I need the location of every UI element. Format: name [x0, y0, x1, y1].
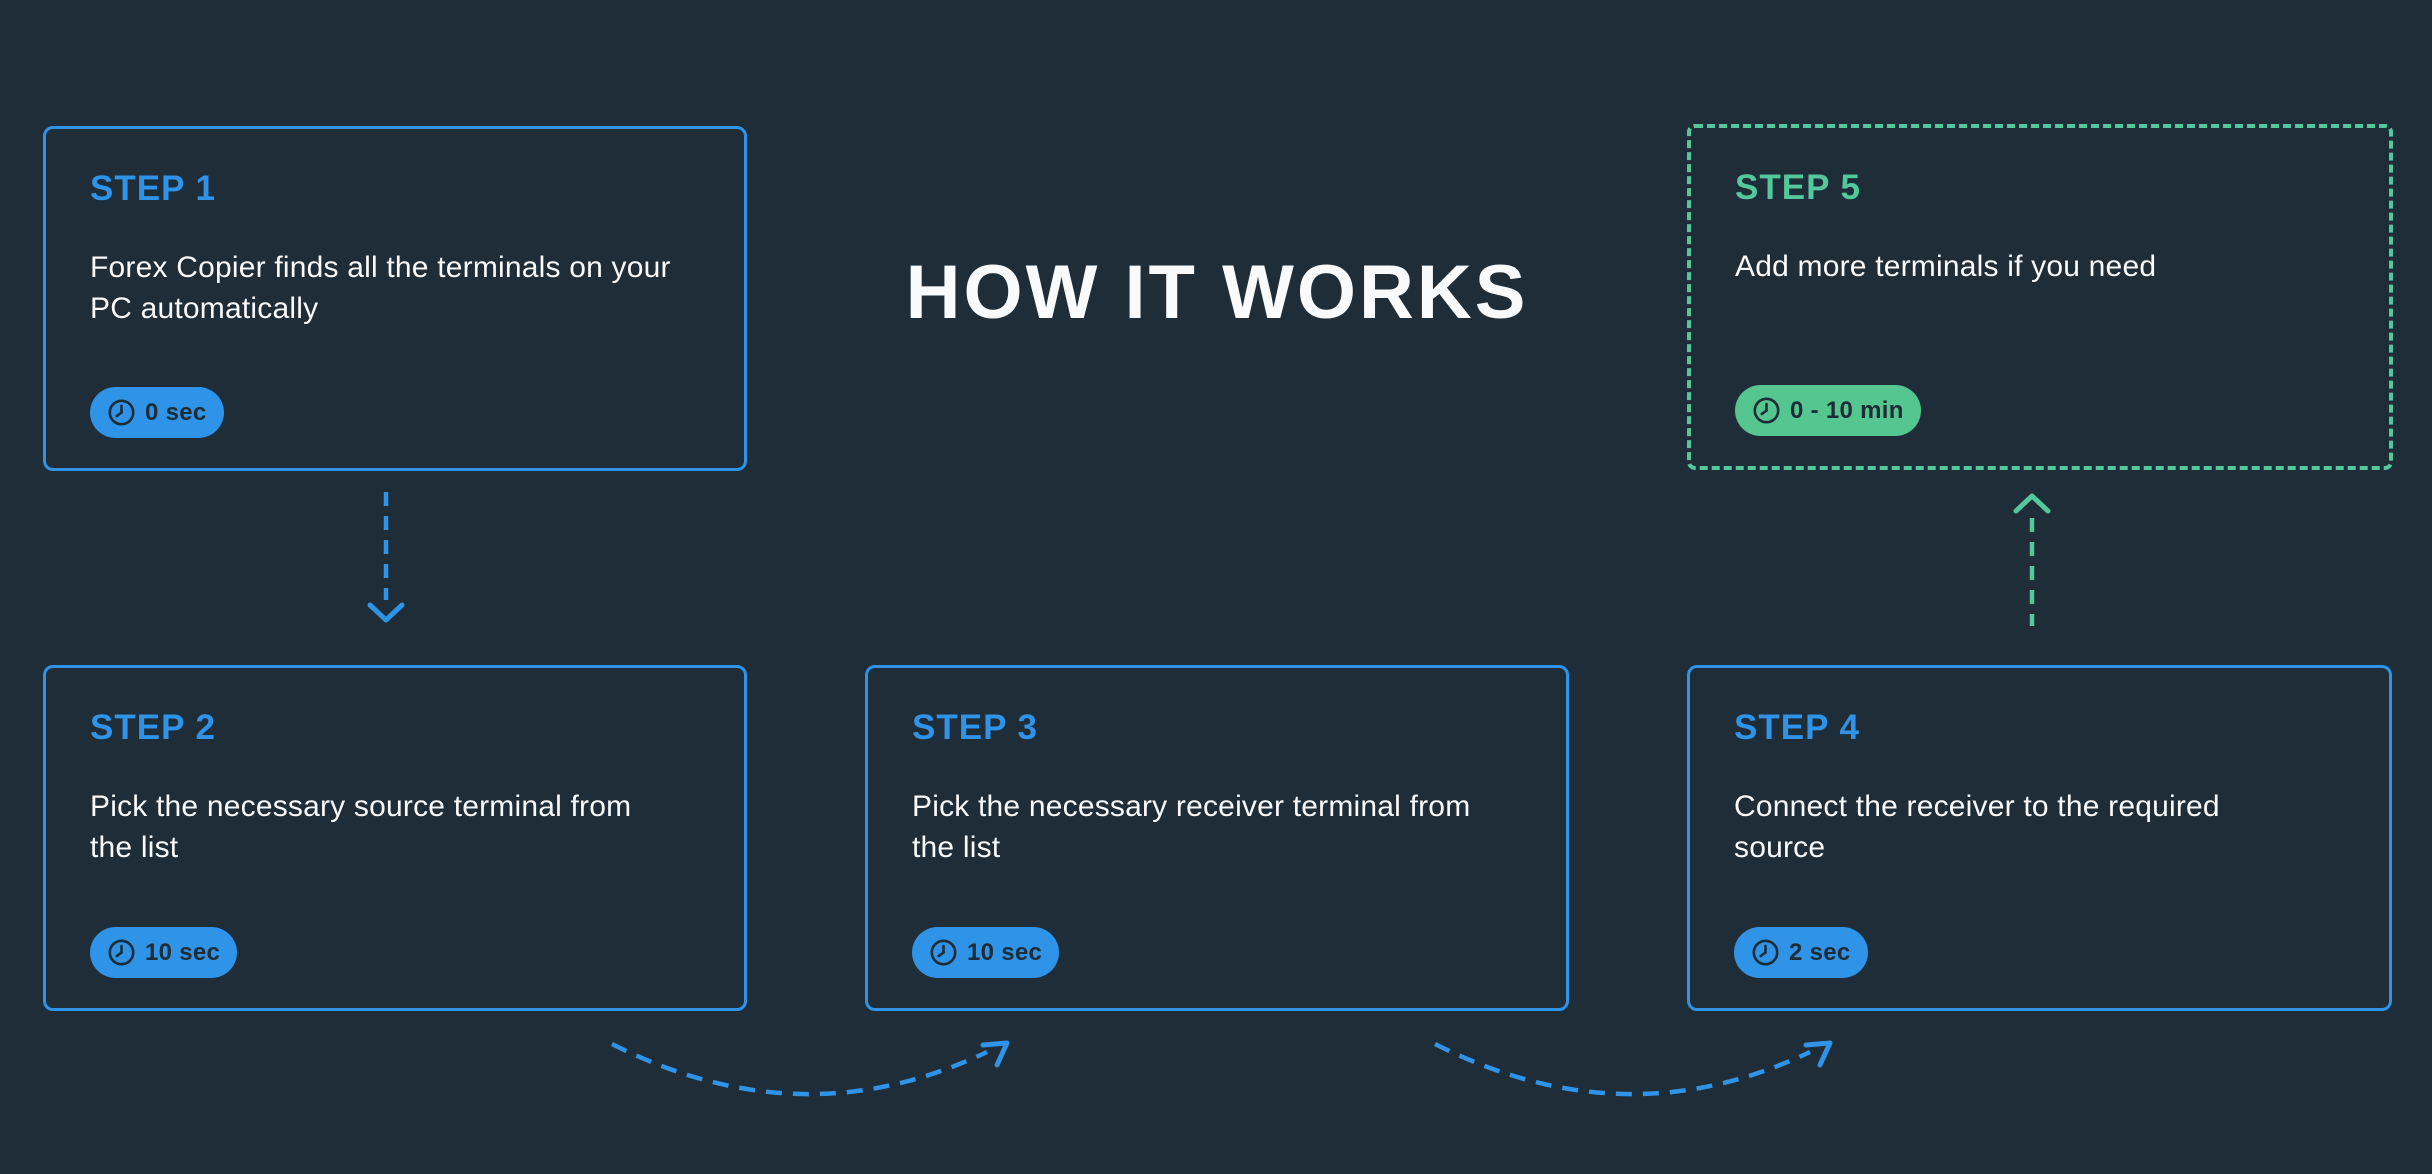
step-4-card: STEP 4 Connect the receiver to the requi… — [1687, 665, 2392, 1011]
clock-icon — [1752, 939, 1779, 966]
clock-icon — [930, 939, 957, 966]
step-2-description: Pick the necessary source terminal from … — [90, 790, 632, 864]
step-3-label: STEP 3 — [912, 708, 1038, 747]
step-1-card: STEP 1 Forex Copier finds all the termin… — [43, 126, 747, 471]
step-3-duration: 10 sec — [967, 938, 1043, 966]
step-2-duration-badge: 10 sec — [90, 927, 238, 978]
step-5-label: STEP 5 — [1735, 168, 1861, 207]
step-1-label: STEP 1 — [90, 169, 216, 208]
step-2-card: STEP 2 Pick the necessary source termina… — [43, 665, 747, 1011]
step-3-card: STEP 3 Pick the necessary receiver termi… — [865, 665, 1569, 1011]
section-title: HOW IT WORKS — [905, 250, 1529, 335]
step-2-duration: 10 sec — [145, 938, 221, 966]
step-4-duration: 2 sec — [1789, 938, 1851, 966]
step-2-label: STEP 2 — [90, 708, 216, 747]
step-4-duration-badge: 2 sec — [1734, 927, 1868, 978]
step-1-duration: 0 sec — [145, 398, 207, 426]
arrow-step4-to-step5-icon — [2013, 493, 2051, 626]
step-3-duration-badge: 10 sec — [912, 927, 1060, 978]
step-1-description: Forex Copier finds all the terminals on … — [90, 251, 671, 325]
clock-icon — [108, 939, 135, 966]
step-5-duration: 0 - 10 min — [1790, 396, 1904, 424]
step-1-duration-badge: 0 sec — [90, 387, 224, 438]
arrow-step1-to-step2-icon — [367, 492, 405, 623]
arrow-step3-to-step4-icon — [1433, 1040, 1833, 1097]
clock-icon — [108, 399, 135, 426]
step-5-description: Add more terminals if you need — [1735, 250, 2157, 283]
step-3-description: Pick the necessary receiver terminal fro… — [912, 790, 1471, 864]
step-4-description: Connect the receiver to the required sou… — [1734, 790, 2220, 864]
step-5-duration-badge: 0 - 10 min — [1735, 385, 1921, 436]
step-5-card: STEP 5 Add more terminals if you need 0 … — [1687, 124, 2393, 470]
arrow-step2-to-step3-icon — [610, 1040, 1010, 1097]
clock-icon — [1753, 397, 1780, 424]
step-4-label: STEP 4 — [1734, 708, 1860, 747]
